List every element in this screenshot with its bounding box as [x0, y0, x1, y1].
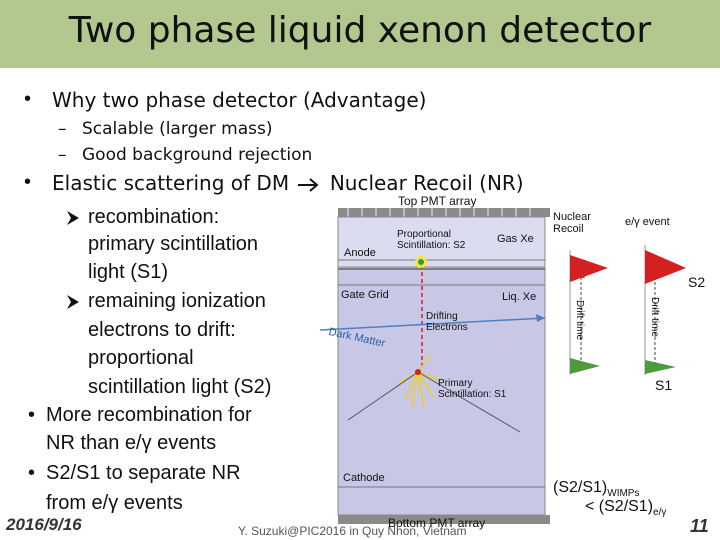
drifting-label-1: Drifting: [426, 311, 458, 322]
slide-date: 2016/9/16: [6, 515, 82, 534]
more-line: More recombination for: [46, 404, 252, 426]
primary-label-1: Primary: [438, 378, 473, 389]
sub-dash: –: [58, 145, 67, 165]
eg-s1-flag: [645, 360, 676, 374]
ratio-wimps-sub: WIMPs: [607, 488, 640, 500]
elastic-suffix: Nuclear Recoil (NR): [329, 171, 524, 195]
dark-matter-label: Dark Matter: [327, 326, 387, 350]
bullet-dot: •: [28, 404, 36, 426]
bullet-dot: •: [24, 171, 32, 193]
s2-flash: [415, 256, 427, 268]
arrow2-line: remaining ionization: [88, 290, 266, 312]
page-number: 11: [690, 516, 709, 536]
bottom-pmt-label: Bottom PMT array: [388, 516, 486, 530]
eg-drift-time-label: Drift time: [649, 297, 660, 337]
bullet-scalable: Scalable (larger mass): [82, 119, 273, 139]
drifting-label-2: Electrons: [426, 322, 468, 333]
ratio-eg-sub: e/γ: [653, 507, 667, 519]
s1-burst: [397, 354, 441, 409]
ratio-eg-main: < (S2/S1): [585, 498, 654, 515]
arrow-bullet-icon: [67, 211, 79, 225]
primary-label-2: Scintillation: S1: [438, 389, 507, 400]
slide-credit: Y. Suzuki@PIC2016 in Quy Nhon, Vietnam: [238, 524, 467, 538]
gas-label: Gas Xe: [497, 233, 534, 245]
sub-dash: –: [58, 119, 67, 139]
nr-drift-time-label: Drift time: [574, 300, 585, 340]
bullet-dot: •: [28, 462, 36, 484]
arrow-right-icon: [298, 177, 319, 192]
bullet-elastic: Elastic scattering of DM Nuclear Recoil …: [52, 171, 524, 195]
bullet-dot: •: [24, 88, 32, 110]
title-bar: [0, 0, 720, 68]
arrow2-line: scintillation light (S2): [88, 376, 272, 398]
proportional-label-2: Scintillation: S2: [397, 240, 466, 251]
arrow-bullet-icon: [67, 295, 79, 309]
slide-title: Two phase liquid xenon detector: [68, 10, 652, 51]
proportional-label-1: Proportional: [397, 229, 451, 240]
ratio-line: S2/S1 to separate NR: [46, 462, 241, 484]
nr-label-1: Nuclear: [553, 211, 591, 223]
liquid-label: Liq. Xe: [502, 291, 537, 303]
ratio-wimps: (S2/S1)WIMPs: [553, 479, 639, 499]
arrow2-line: electrons to drift:: [88, 319, 236, 341]
arrow2-line: proportional: [88, 347, 194, 369]
bullet-rejection: Good background rejection: [82, 145, 313, 165]
elastic-prefix: Elastic scattering of DM: [52, 171, 290, 195]
gate-grid-label: Gate Grid: [341, 289, 389, 301]
top-pmt-array: [338, 208, 550, 217]
nr-label-2: Recoil: [553, 223, 584, 235]
arrow1-line: light (S1): [88, 261, 169, 283]
arrow1-line: primary scintillation: [88, 233, 259, 255]
arrow1-line: recombination:: [88, 206, 220, 228]
eg-label: e/γ event: [625, 216, 670, 228]
nr-s1-flag: [570, 358, 600, 374]
cathode-label: Cathode: [343, 472, 385, 484]
eg-s2-flag: [645, 250, 686, 284]
ratio-line: from e/γ events: [46, 492, 183, 514]
ratio-wimps-main: (S2/S1): [553, 479, 608, 496]
bullet-why: Why two phase detector (Advantage): [52, 88, 427, 112]
nr-s2-flag: [570, 255, 608, 282]
s2-label: S2: [688, 274, 706, 290]
s1-label: S1: [655, 377, 673, 393]
top-pmt-label: Top PMT array: [398, 194, 477, 208]
anode-label: Anode: [344, 247, 376, 259]
more-line: NR than e/γ events: [46, 432, 217, 454]
ratio-eg: < (S2/S1)e/γ: [585, 498, 666, 518]
